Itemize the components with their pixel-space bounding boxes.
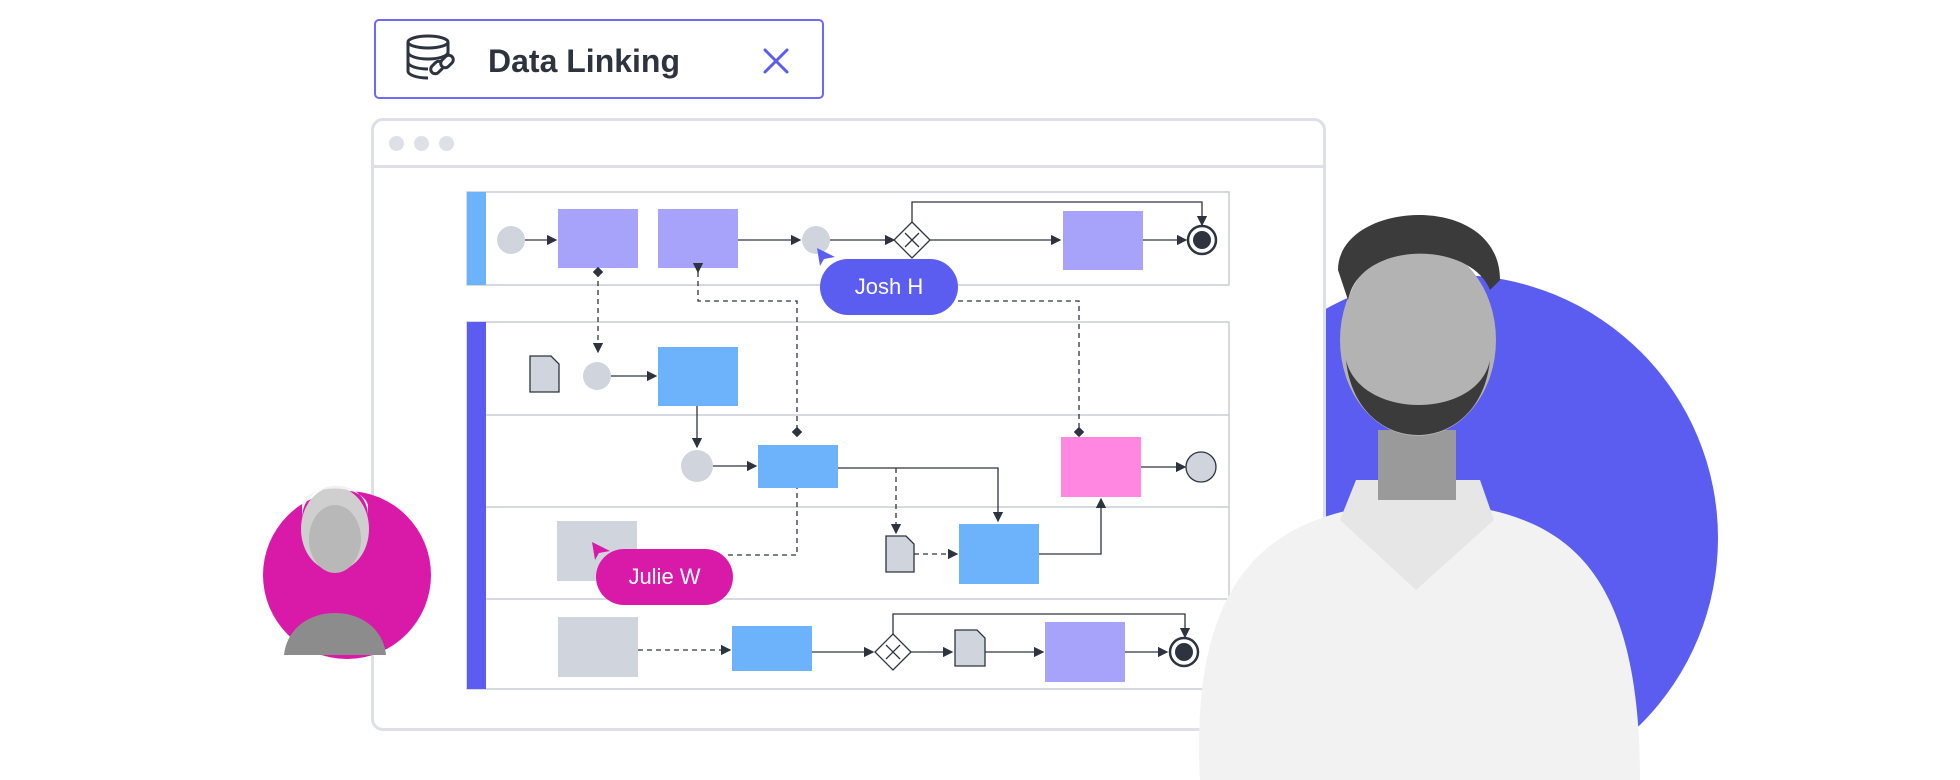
task-box-highlight[interactable]: [1061, 437, 1141, 497]
window-dot[interactable]: [389, 136, 404, 151]
collaborator-label-josh: Josh H: [820, 259, 958, 315]
task-box[interactable]: [658, 209, 738, 268]
event-circle[interactable]: [681, 450, 713, 482]
window-dot[interactable]: [439, 136, 454, 151]
task-box[interactable]: [1045, 622, 1125, 682]
data-linking-panel: Data Linking: [374, 19, 824, 99]
panel-title: Data Linking: [488, 43, 681, 79]
start-event[interactable]: [497, 226, 525, 254]
task-box[interactable]: [558, 617, 638, 677]
task-box[interactable]: [732, 626, 812, 671]
data-link[interactable]: [592, 262, 1085, 556]
cursor-icon: [592, 542, 610, 560]
task-box[interactable]: [1063, 211, 1143, 270]
document-icon: [954, 629, 986, 667]
database-link-icon: [406, 34, 455, 80]
window-titlebar: [374, 121, 1323, 168]
cursor-icon: [817, 248, 835, 266]
task-box[interactable]: [558, 209, 638, 268]
end-event[interactable]: [1185, 451, 1217, 483]
task-box[interactable]: [758, 445, 838, 488]
task-box[interactable]: [658, 347, 738, 406]
window-dot[interactable]: [414, 136, 429, 151]
document-icon: [885, 535, 915, 573]
event-circle[interactable]: [583, 362, 611, 390]
document-icon: [529, 355, 560, 393]
collaborator-label-julie: Julie W: [596, 549, 733, 605]
gateway[interactable]: [874, 633, 912, 671]
gateway[interactable]: [893, 221, 931, 259]
close-icon[interactable]: [758, 43, 794, 79]
avatar-woman: [263, 485, 431, 659]
task-box[interactable]: [959, 524, 1039, 584]
intermediate-event[interactable]: [802, 226, 830, 254]
avatar-man: [1199, 215, 1640, 780]
